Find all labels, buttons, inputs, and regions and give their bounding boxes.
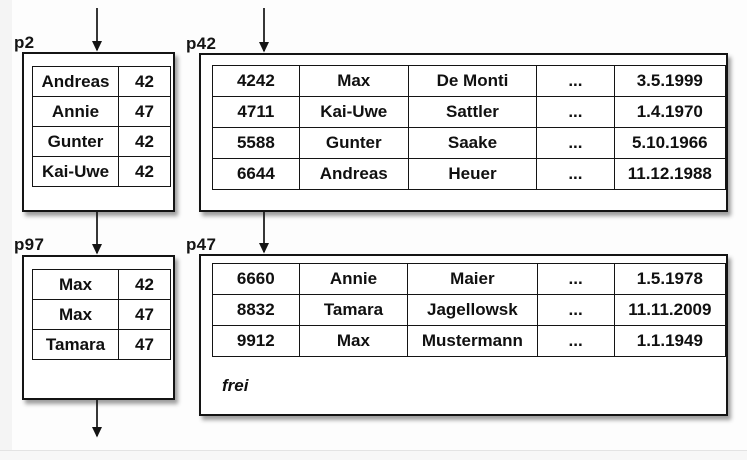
table-cell: ... bbox=[536, 294, 615, 326]
table-cell: 8832 bbox=[212, 294, 300, 326]
table-cell: 1.4.1970 bbox=[613, 96, 727, 128]
table-cell: 42 bbox=[118, 269, 171, 300]
table-cell: Annie bbox=[298, 263, 409, 295]
page-label-p97: p97 bbox=[14, 235, 45, 254]
table-cell: ... bbox=[536, 96, 615, 128]
table-cell: Tamara bbox=[298, 294, 409, 326]
table-cell: Jagellowsk bbox=[407, 294, 538, 326]
page-label-p47: p47 bbox=[186, 235, 217, 254]
table-cell: 3.5.1999 bbox=[613, 65, 727, 97]
table-cell: Max bbox=[32, 269, 119, 300]
table-cell: 47 bbox=[118, 96, 171, 127]
table-cell: 47 bbox=[118, 329, 171, 360]
table-cell: Saake bbox=[407, 127, 538, 159]
page-label-p42: p42 bbox=[186, 34, 217, 53]
bottom-edge-strip bbox=[0, 450, 747, 460]
table-cell: ... bbox=[536, 127, 615, 159]
table-cell: 6644 bbox=[212, 158, 300, 190]
table-cell: Kai-Uwe bbox=[298, 96, 409, 128]
left-edge-strip bbox=[0, 0, 12, 454]
table-cell: Andreas bbox=[32, 66, 119, 97]
table-cell: 4242 bbox=[212, 65, 300, 97]
table-cell: 6660 bbox=[212, 263, 300, 295]
table-cell: 11.12.1988 bbox=[613, 158, 727, 190]
table-cell: Max bbox=[298, 325, 409, 357]
table-cell: Maier bbox=[407, 263, 538, 295]
table-cell: Sattler bbox=[407, 96, 538, 128]
table-cell: Tamara bbox=[32, 329, 119, 360]
free-space-label: frei bbox=[222, 376, 249, 395]
table-cell: 42 bbox=[118, 126, 171, 157]
table-cell: 42 bbox=[118, 156, 171, 187]
table-cell: ... bbox=[536, 65, 615, 97]
table-cell: ... bbox=[536, 158, 615, 190]
table-cell: 5.10.1966 bbox=[613, 127, 727, 159]
table-cell: 42 bbox=[118, 66, 171, 97]
table-cell: 1.1.1949 bbox=[613, 325, 727, 357]
table-cell: ... bbox=[536, 263, 615, 295]
table-cell: 9912 bbox=[212, 325, 300, 357]
table-cell: Gunter bbox=[298, 127, 409, 159]
table-cell: 47 bbox=[118, 299, 171, 330]
table-cell: Andreas bbox=[298, 158, 409, 190]
table-cell: Annie bbox=[32, 96, 119, 127]
table-cell: 1.5.1978 bbox=[613, 263, 727, 295]
table-cell: Max bbox=[32, 299, 119, 330]
table-cell: Kai-Uwe bbox=[32, 156, 119, 187]
table-cell: Heuer bbox=[407, 158, 538, 190]
page-label-p2: p2 bbox=[14, 33, 35, 52]
table-cell: Mustermann bbox=[407, 325, 538, 357]
table-cell: De Monti bbox=[407, 65, 538, 97]
table-cell: Gunter bbox=[32, 126, 119, 157]
table-cell: Max bbox=[298, 65, 409, 97]
table-cell: 5588 bbox=[212, 127, 300, 159]
table-cell: 4711 bbox=[212, 96, 300, 128]
table-cell: 11.11.2009 bbox=[613, 294, 727, 326]
table-cell: ... bbox=[536, 325, 615, 357]
